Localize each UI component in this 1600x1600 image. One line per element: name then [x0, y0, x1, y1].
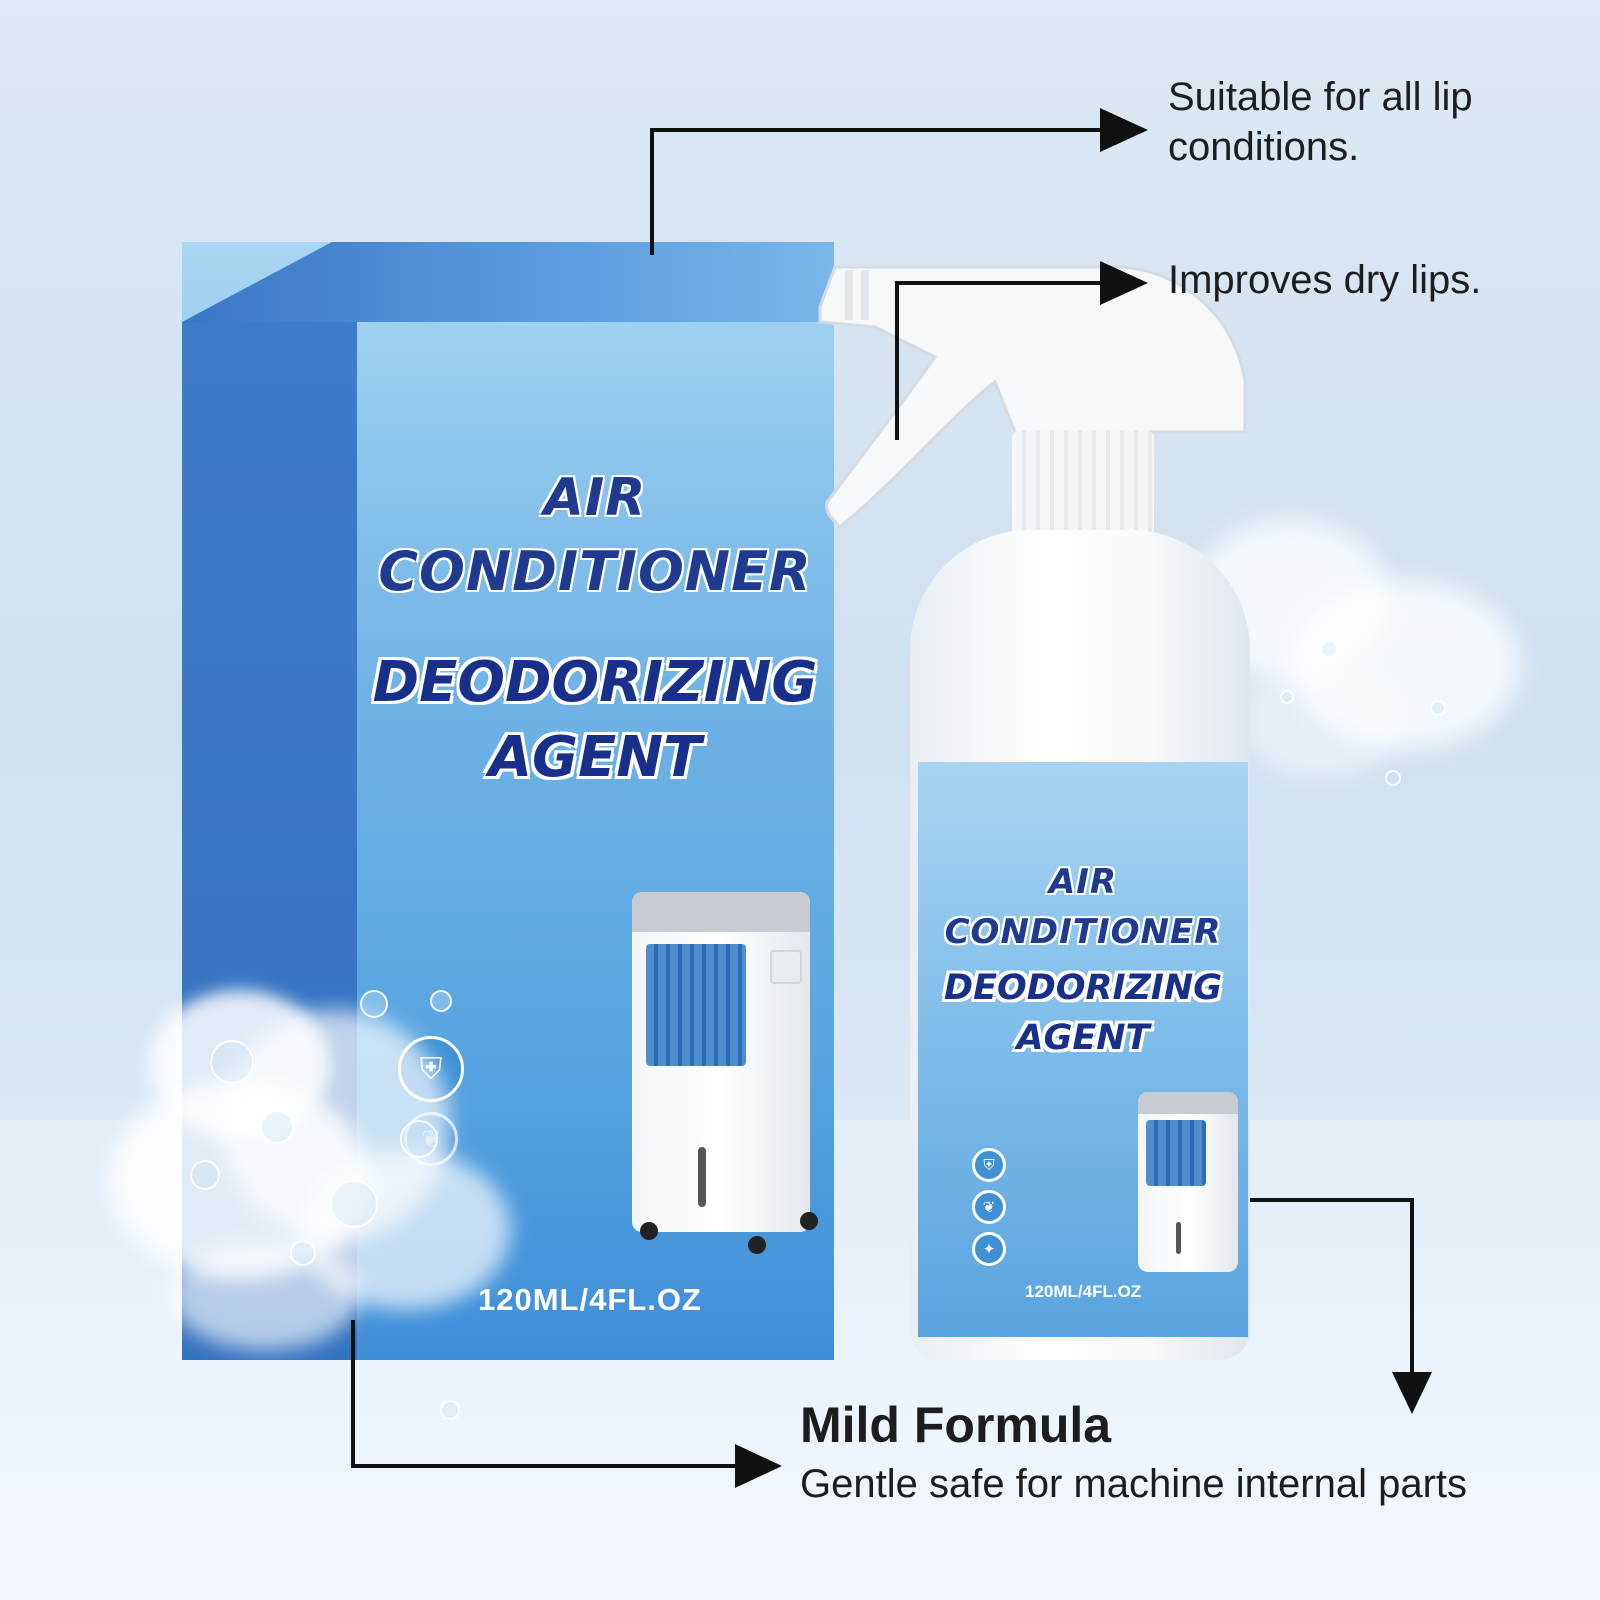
bottle-cap [1012, 430, 1154, 540]
callout-bottom-text: Gentle safe for machine internal parts [800, 1462, 1468, 1506]
leaf-icon: ❦ [972, 1190, 1006, 1224]
bottle-title-conditioner: CONDITIONER [944, 912, 1222, 952]
cooler-wheel [640, 1222, 658, 1240]
box-air-cooler-image [632, 892, 810, 1232]
bottle-title-deodorizing: DEODORIZING [944, 968, 1222, 1008]
protect-icon: ✦ [972, 1232, 1006, 1266]
bottle-volume-label: 120ML/4FL.OZ [1025, 1282, 1142, 1301]
bottle-air-cooler-image [1138, 1092, 1238, 1272]
cooler-wheel [748, 1236, 766, 1254]
callout-middle-text: Improves dry lips. [1168, 258, 1482, 302]
callout-bottom-heading: Mild Formula [800, 1397, 1112, 1453]
box-title-deodorizing: DEODORIZING [372, 650, 818, 715]
spray-trigger [818, 265, 1247, 530]
shield-icon: ⛨ [972, 1148, 1006, 1182]
box-title-air: AIR [543, 468, 647, 528]
bottle-title-agent: AGENT [1016, 1018, 1150, 1058]
callout-top-text: Suitable for all lip conditions. [1168, 75, 1473, 169]
bottle-title-air: AIR [1048, 862, 1118, 902]
box-title-agent: AGENT [488, 725, 702, 790]
box-title-conditioner: CONDITIONER [378, 540, 812, 603]
box-volume-label: 120ML/4FL.OZ [478, 1282, 702, 1317]
cooler-wheel [800, 1212, 818, 1230]
